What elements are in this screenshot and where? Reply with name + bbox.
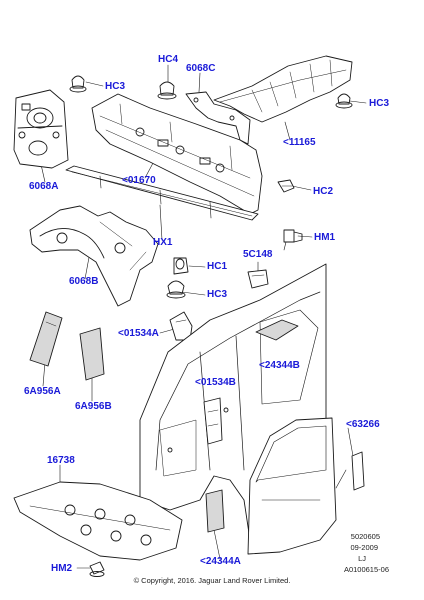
callout-hc3-top[interactable]: HC3 [105,81,126,92]
callout-11165[interactable]: <11165 [283,137,316,148]
callout-6068b[interactable]: 6068B [69,276,99,287]
part-rear-cross-panel [91,93,263,215]
callout-24344b[interactable]: <24344B [259,360,300,371]
part-rear-door [247,417,337,555]
callout-hc3-mid[interactable]: HC3 [207,289,228,300]
part-11165-heat-shield [213,55,353,123]
callout-6a956b[interactable]: 6A956B [75,401,112,412]
part-hc2-clip [277,179,295,193]
callout-01670[interactable]: <01670 [122,175,156,186]
copyright-notice: © Copyright, 2016. Jaguar Land Rover Lim… [133,575,291,585]
callout-16738[interactable]: 16738 [47,455,75,466]
part-5c148-bracket [247,269,269,289]
footer-reference: A0100615-06 [343,565,389,574]
callout-24344a[interactable]: <24344A [200,556,241,567]
callout-hm2[interactable]: HM2 [51,563,73,574]
callout-hc1[interactable]: HC1 [207,261,228,272]
callout-6068a[interactable]: 6068A [29,181,59,192]
part-01534b-bracket [203,397,223,445]
part-16738-floor-panel [13,481,183,561]
part-6a956b-pad [79,327,105,381]
part-hc4-clip [157,81,177,100]
part-hc3-clip-top [69,75,87,93]
part-hc3-clip-right [335,93,353,109]
callout-01534b[interactable]: <01534B [195,377,236,388]
callout-hc3-right[interactable]: HC3 [369,98,390,109]
part-6068b-wheel-arch [29,205,159,307]
callout-6a956a[interactable]: 6A956A [24,386,61,397]
part-24344b-reinforcement [255,319,299,341]
callout-hx1[interactable]: HX1 [153,237,173,248]
part-hc1-clip [173,257,189,275]
footer-date: 09-2009 [350,543,378,552]
part-hc3-clip-mid [166,280,186,299]
part-hx1-strip [65,165,259,221]
part-63266-strip [351,451,365,491]
callout-63266[interactable]: <63266 [346,419,380,430]
part-6068a-inner-panel [13,89,69,169]
callout-01534a[interactable]: <01534A [118,328,159,339]
callout-hm1[interactable]: HM1 [314,232,336,243]
part-6a956a-pad [29,311,63,367]
part-hm1-fastener [283,229,303,251]
part-hm2-fastener [89,561,105,577]
callout-5c148[interactable]: 5C148 [243,249,273,260]
footer-initials: LJ [358,554,366,563]
part-24344a-bracket [205,489,225,533]
footer-code: 5020605 [350,532,380,541]
callout-hc4[interactable]: HC4 [158,54,179,65]
part-01534a-bracket [169,311,193,341]
callout-hc2[interactable]: HC2 [313,186,334,197]
callout-6068c[interactable]: 6068C [186,63,216,74]
